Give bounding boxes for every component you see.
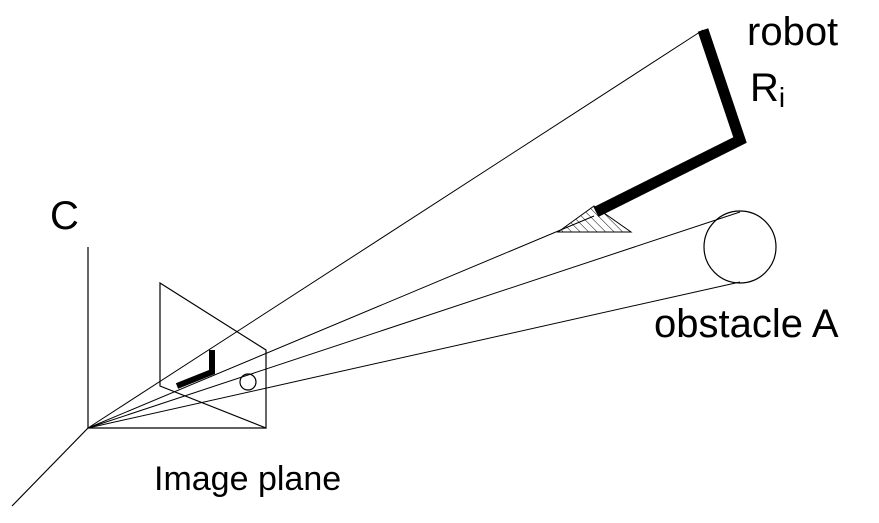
robot-projection [175, 350, 215, 389]
obstacle-projection [239, 373, 257, 391]
robot-subscript: i [778, 82, 786, 113]
projection-rays [87, 29, 741, 429]
image-plane-label: Image plane [154, 460, 342, 498]
robot-base [556, 205, 633, 233]
obstacle-circle [703, 210, 777, 284]
camera-label: C [50, 194, 79, 238]
robot-symbol-label: Ri [750, 68, 785, 112]
image-plane [159, 281, 267, 429]
robot-symbol: R [750, 66, 779, 110]
depth-axis [11, 427, 89, 507]
robot-arm [593, 28, 747, 217]
obstacle-label: obstacle A [654, 302, 839, 346]
robot-label: robot [747, 10, 839, 54]
